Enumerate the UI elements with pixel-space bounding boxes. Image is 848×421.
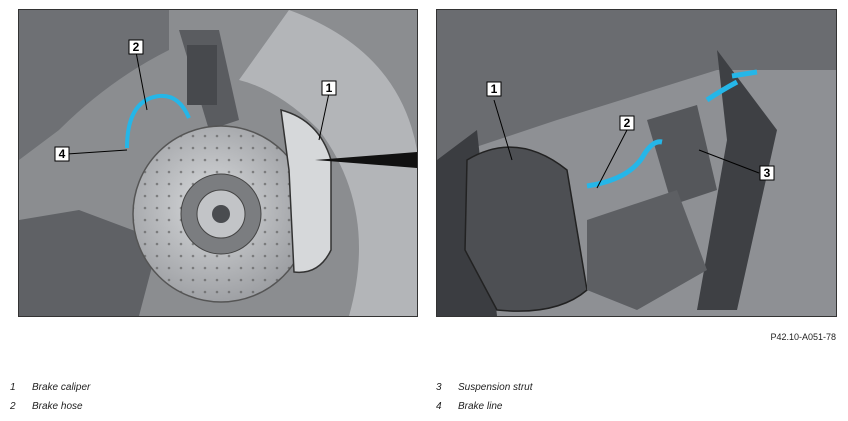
callout-2-right: 2 bbox=[619, 115, 635, 131]
legend-item-2: 2 Brake hose bbox=[10, 401, 83, 412]
brake-hose-highlight bbox=[125, 93, 191, 149]
callout-3-right: 3 bbox=[759, 165, 775, 181]
legend-number: 4 bbox=[436, 401, 442, 412]
svg-text:2: 2 bbox=[133, 40, 140, 54]
legend-label: Brake hose bbox=[32, 401, 83, 412]
svg-text:3: 3 bbox=[764, 166, 771, 180]
svg-text:1: 1 bbox=[491, 82, 498, 96]
suspension-strut bbox=[697, 50, 777, 310]
callout-2-left: 2 bbox=[128, 39, 144, 55]
legend-label: Brake caliper bbox=[32, 382, 91, 393]
legend-item-1: 1 Brake caliper bbox=[10, 382, 90, 393]
callout-1-left: 1 bbox=[321, 80, 337, 96]
legend-label: Brake line bbox=[458, 401, 503, 412]
legend-number: 3 bbox=[436, 382, 442, 393]
svg-text:4: 4 bbox=[59, 147, 66, 161]
callout-1-right: 1 bbox=[486, 81, 502, 97]
brake-disc-illustration: 1 2 4 bbox=[19, 10, 417, 316]
legend-label: Suspension strut bbox=[458, 382, 533, 393]
brake-caliper bbox=[280, 108, 332, 274]
left-illustration-panel: 1 2 4 bbox=[18, 9, 418, 317]
right-illustration-panel: 1 2 3 bbox=[436, 9, 837, 317]
brake-hose-highlight-closeup bbox=[586, 139, 663, 189]
legend-number: 2 bbox=[10, 401, 16, 412]
legend-number: 1 bbox=[10, 382, 16, 393]
legend-item-3: 3 Suspension strut bbox=[436, 382, 533, 393]
svg-text:1: 1 bbox=[326, 81, 333, 95]
svg-text:2: 2 bbox=[624, 116, 631, 130]
callout-4-left: 4 bbox=[54, 146, 70, 162]
legend-item-4: 4 Brake line bbox=[436, 401, 502, 412]
figure-reference: P42.10-A051-78 bbox=[770, 332, 836, 342]
caliper-closeup-illustration: 1 2 3 bbox=[437, 10, 836, 316]
